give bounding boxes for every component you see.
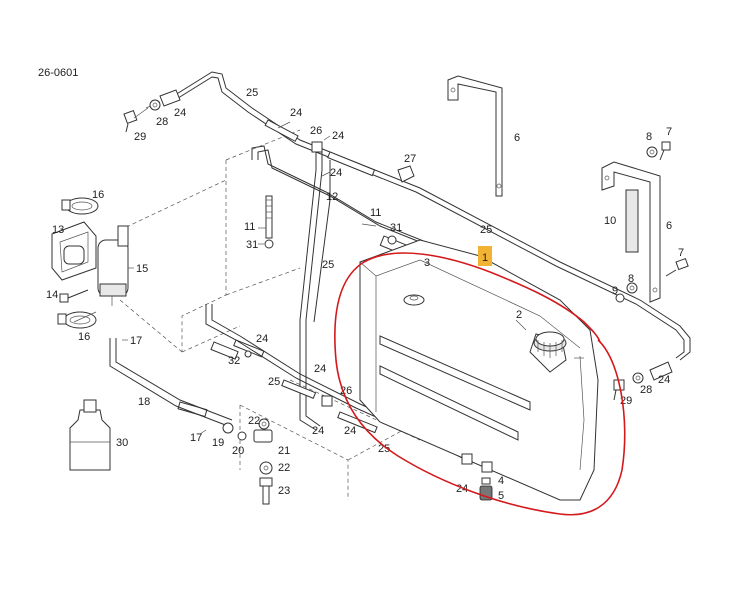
leader-lines bbox=[73, 121, 584, 435]
dashed-frame-left bbox=[119, 129, 301, 353]
pipe-11-left bbox=[264, 195, 274, 249]
callout-31-left: 31 bbox=[246, 239, 258, 251]
callout-1: 1 bbox=[482, 252, 488, 264]
callout-25-d: 25 bbox=[268, 376, 280, 388]
lower-fasteners bbox=[222, 418, 273, 505]
red-annotation-circle bbox=[334, 252, 626, 516]
callout-22-top: 22 bbox=[248, 415, 260, 427]
callout-25-c: 25 bbox=[480, 224, 492, 236]
right-fasteners bbox=[615, 141, 689, 303]
callout-19: 19 bbox=[212, 437, 224, 449]
callout-24-c: 24 bbox=[332, 130, 344, 142]
callout-32: 32 bbox=[228, 355, 240, 367]
pump-assembly bbox=[97, 225, 129, 306]
callout-25-b: 25 bbox=[322, 259, 334, 271]
callout-21: 21 bbox=[278, 445, 290, 457]
callout-26-b: 26 bbox=[340, 385, 352, 397]
callout-22-bottom: 22 bbox=[278, 462, 290, 474]
callout-16-top: 16 bbox=[92, 189, 104, 201]
callout-9: 9 bbox=[612, 285, 618, 297]
callout-3: 3 bbox=[424, 257, 430, 269]
drain-bolt bbox=[479, 477, 493, 501]
holder-13 bbox=[51, 221, 97, 281]
callout-24-g: 24 bbox=[312, 425, 324, 437]
callout-12: 12 bbox=[326, 191, 338, 203]
callout-25-a: 25 bbox=[246, 87, 258, 99]
callout-4: 4 bbox=[498, 475, 504, 487]
bracket-6-right bbox=[601, 161, 661, 303]
callout-17-bottom: 17 bbox=[190, 432, 202, 444]
callout-24-e: 24 bbox=[256, 333, 268, 345]
callout-24-a: 24 bbox=[174, 107, 186, 119]
pipe-18 bbox=[109, 338, 233, 427]
feed-pipe bbox=[251, 145, 431, 247]
callout-20: 20 bbox=[232, 445, 244, 457]
callout-6-right: 6 bbox=[666, 220, 672, 232]
clip-27 bbox=[397, 165, 415, 183]
callout-24-f: 24 bbox=[314, 363, 326, 375]
connector-32 bbox=[210, 341, 252, 360]
callout-16-bottom: 16 bbox=[78, 331, 90, 343]
callout-24-j: 24 bbox=[658, 374, 670, 386]
callout-7-top: 7 bbox=[666, 126, 672, 138]
callout-29-a: 29 bbox=[134, 131, 146, 143]
callout-26-a: 26 bbox=[310, 125, 322, 137]
callout-13: 13 bbox=[52, 224, 64, 236]
top-left-fasteners bbox=[123, 99, 161, 133]
callout-24-d: 24 bbox=[330, 167, 342, 179]
callout-6-top: 6 bbox=[514, 132, 520, 144]
callout-8-right: 8 bbox=[628, 273, 634, 285]
callout-25-e: 25 bbox=[378, 443, 390, 455]
callout-28-a: 28 bbox=[156, 116, 168, 128]
callout-31-right: 31 bbox=[390, 222, 402, 234]
callout-10: 10 bbox=[604, 215, 616, 227]
bracket-6-top bbox=[447, 75, 503, 197]
callout-28-b: 28 bbox=[640, 384, 652, 396]
bottle-30 bbox=[69, 399, 111, 471]
callout-11-right: 11 bbox=[370, 207, 381, 219]
callout-2: 2 bbox=[516, 309, 522, 321]
fittings-26 bbox=[311, 141, 333, 407]
callout-15: 15 bbox=[136, 263, 148, 275]
clamp-16-top bbox=[61, 197, 99, 215]
fuel-tank bbox=[359, 239, 599, 501]
callout-5: 5 bbox=[498, 490, 504, 502]
screw-14 bbox=[59, 289, 89, 303]
callout-8-top: 8 bbox=[646, 131, 652, 143]
diagram-code: 26-0601 bbox=[38, 67, 78, 79]
callout-14: 14 bbox=[46, 289, 58, 301]
callout-24-b: 24 bbox=[290, 107, 302, 119]
callout-labels: 1 2 3 4 5 6 6 7 7 8 8 9 10 11 11 12 13 1… bbox=[46, 87, 684, 502]
callout-30: 30 bbox=[116, 437, 128, 449]
pipe-12 bbox=[299, 150, 331, 431]
callout-17-top: 17 bbox=[130, 335, 142, 347]
callout-7-right: 7 bbox=[678, 247, 684, 259]
return-pipe bbox=[145, 71, 691, 381]
callout-18: 18 bbox=[138, 396, 150, 408]
highlight-marker bbox=[478, 246, 492, 266]
callout-27: 27 bbox=[404, 153, 416, 165]
callout-24-h: 24 bbox=[344, 425, 356, 437]
callout-11-left: 11 bbox=[244, 221, 255, 233]
callout-23: 23 bbox=[278, 485, 290, 497]
